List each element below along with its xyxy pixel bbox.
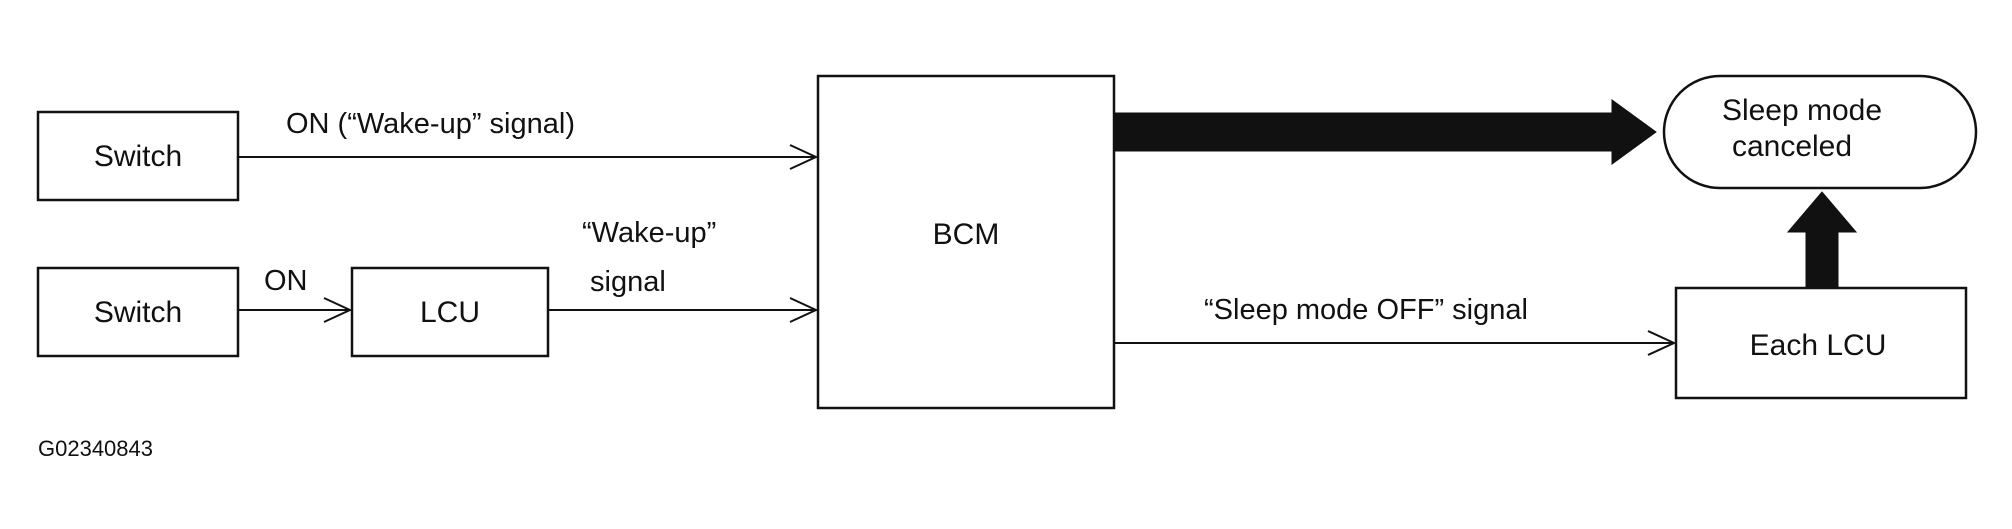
edge-label-lcu-to-bcm-line1: “Wake-up” — [582, 217, 716, 249]
switch-bottom-node: Switch — [36, 266, 240, 358]
edge-label-switch-bottom-to-lcu: ON — [264, 265, 308, 297]
bcm-node: BCM — [816, 74, 1116, 410]
thick-arrow — [1113, 99, 1657, 165]
sleep-mode-canceled-node: Sleep mode canceled — [1662, 74, 1978, 190]
switch-top-node: Switch — [36, 110, 240, 202]
edge-label-switch-top-to-bcm: ON (“Wake-up” signal) — [286, 108, 575, 140]
edge-label-lcu-to-bcm-line2: signal — [590, 266, 666, 298]
thick-up-arrow — [1786, 191, 1858, 289]
switch-bottom-label: Switch — [94, 296, 182, 329]
figure-id-caption: G02340843 — [38, 436, 153, 461]
edge-each-lcu-to-sleep-mode-canceled — [1786, 191, 1858, 289]
edge-switch-top-to-bcm: ON (“Wake-up” signal) — [238, 108, 819, 170]
lcu-node: LCU — [350, 266, 550, 358]
sleep-mode-canceled-label-line1: Sleep mode — [1722, 94, 1882, 127]
edge-bcm-to-each-lcu: “Sleep mode OFF” signal — [1114, 294, 1677, 356]
lcu-label: LCU — [420, 296, 480, 329]
each-lcu-label: Each LCU — [1750, 329, 1887, 362]
sleep-mode-canceled-label-line2: canceled — [1732, 130, 1852, 163]
edge-lcu-to-bcm: “Wake-up” signal — [548, 217, 819, 323]
each-lcu-node: Each LCU — [1674, 286, 1968, 400]
switch-top-label: Switch — [94, 140, 182, 173]
edge-switch-bottom-to-lcu: ON — [238, 265, 353, 323]
edge-label-bcm-to-each-lcu: “Sleep mode OFF” signal — [1204, 294, 1528, 326]
edge-bcm-to-sleep-mode-canceled — [1113, 99, 1657, 165]
bcm-label: BCM — [933, 218, 1000, 251]
